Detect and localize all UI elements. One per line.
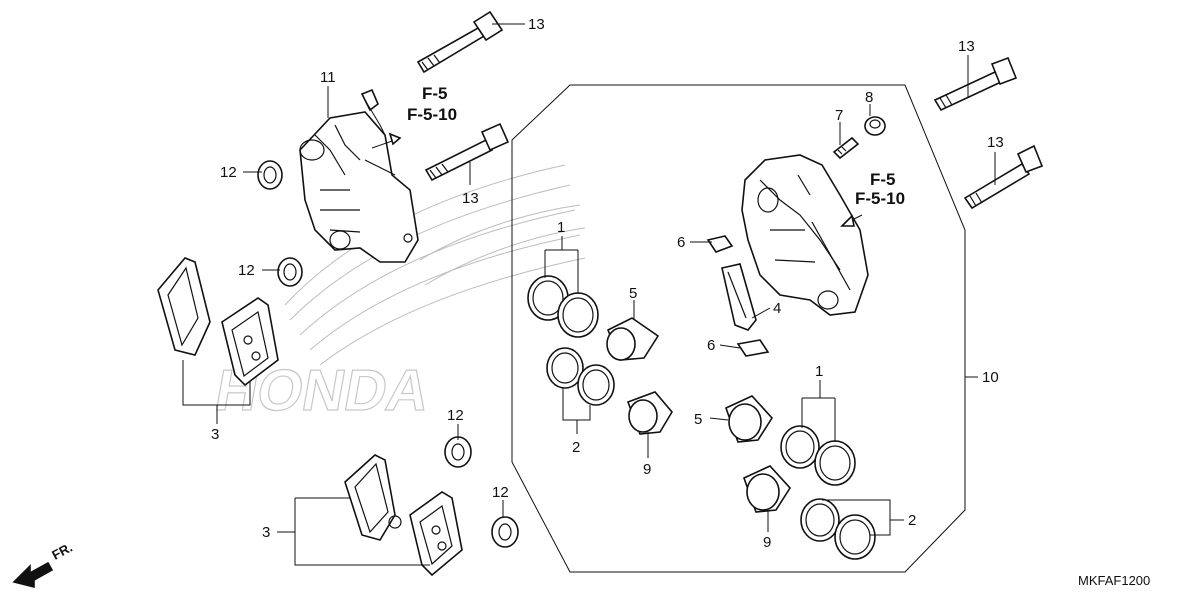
left-upper-mounting-bolt <box>416 10 504 74</box>
ref-right-2: F-5-10 <box>855 189 905 208</box>
bleeder-screw <box>832 136 860 160</box>
diagram-code: MKFAF1200 <box>1078 573 1150 588</box>
right-lower-mounting-bolt <box>963 144 1044 210</box>
callout-13: 13 <box>987 134 1004 151</box>
right-caliper <box>741 154 869 316</box>
pad-spring <box>721 263 757 331</box>
lower-brake-pad-set <box>344 454 463 577</box>
callout-2: 2 <box>572 439 580 456</box>
right-lower-piston <box>743 465 792 513</box>
callout-1: 1 <box>557 219 565 236</box>
right-piston-seal-set <box>780 425 876 560</box>
callout-3: 3 <box>211 426 219 443</box>
callout-12: 12 <box>220 164 237 181</box>
callout-1: 1 <box>815 363 823 380</box>
callout-13: 13 <box>958 38 975 55</box>
center-pin-boot <box>444 436 472 468</box>
left-upper-pin-boot <box>257 160 283 190</box>
front-marker-label: FR. <box>49 540 75 563</box>
ref-left-2: F-5-10 <box>407 105 457 124</box>
right-upper-mounting-bolt <box>933 56 1018 112</box>
callout-11: 11 <box>320 69 336 86</box>
callout-10: 10 <box>982 369 999 386</box>
callout-7: 7 <box>835 107 843 124</box>
leader-lines <box>182 23 996 566</box>
callout-9: 9 <box>643 461 651 478</box>
ref-left-1: F-5 <box>422 84 448 103</box>
callout-12: 12 <box>447 407 464 424</box>
callout-6: 6 <box>707 337 715 354</box>
callout-4: 4 <box>773 300 781 317</box>
left-caliper <box>299 88 419 263</box>
caliper-assembly-outline <box>511 84 966 573</box>
callout-5: 5 <box>629 285 637 302</box>
upper-brake-pad-set <box>157 257 279 387</box>
callout-2: 2 <box>908 512 916 529</box>
callout-5: 5 <box>694 411 702 428</box>
bleeder-cap <box>864 116 886 136</box>
right-upper-piston <box>725 395 774 443</box>
left-lower-pin-boot <box>277 257 303 287</box>
front-direction-marker: FR. <box>12 540 75 589</box>
callout-9: 9 <box>763 534 771 551</box>
center-upper-piston <box>606 317 660 361</box>
callout-6: 6 <box>677 234 685 251</box>
callout-3: 3 <box>262 524 270 541</box>
center-lower-piston <box>626 391 673 435</box>
center-piston-seal-set <box>527 275 615 406</box>
callout-13: 13 <box>462 190 479 207</box>
reference-arrows <box>364 99 863 227</box>
callout-12: 12 <box>238 262 255 279</box>
ref-right-1: F-5 <box>870 170 896 189</box>
lower-retainer-clip <box>736 339 770 357</box>
callout-13: 13 <box>528 16 545 33</box>
callout-8: 8 <box>865 89 873 106</box>
upper-retainer-clip <box>706 235 734 253</box>
lower-pin-boot <box>491 516 519 548</box>
callout-12: 12 <box>492 484 509 501</box>
left-lower-mounting-bolt <box>424 122 510 182</box>
